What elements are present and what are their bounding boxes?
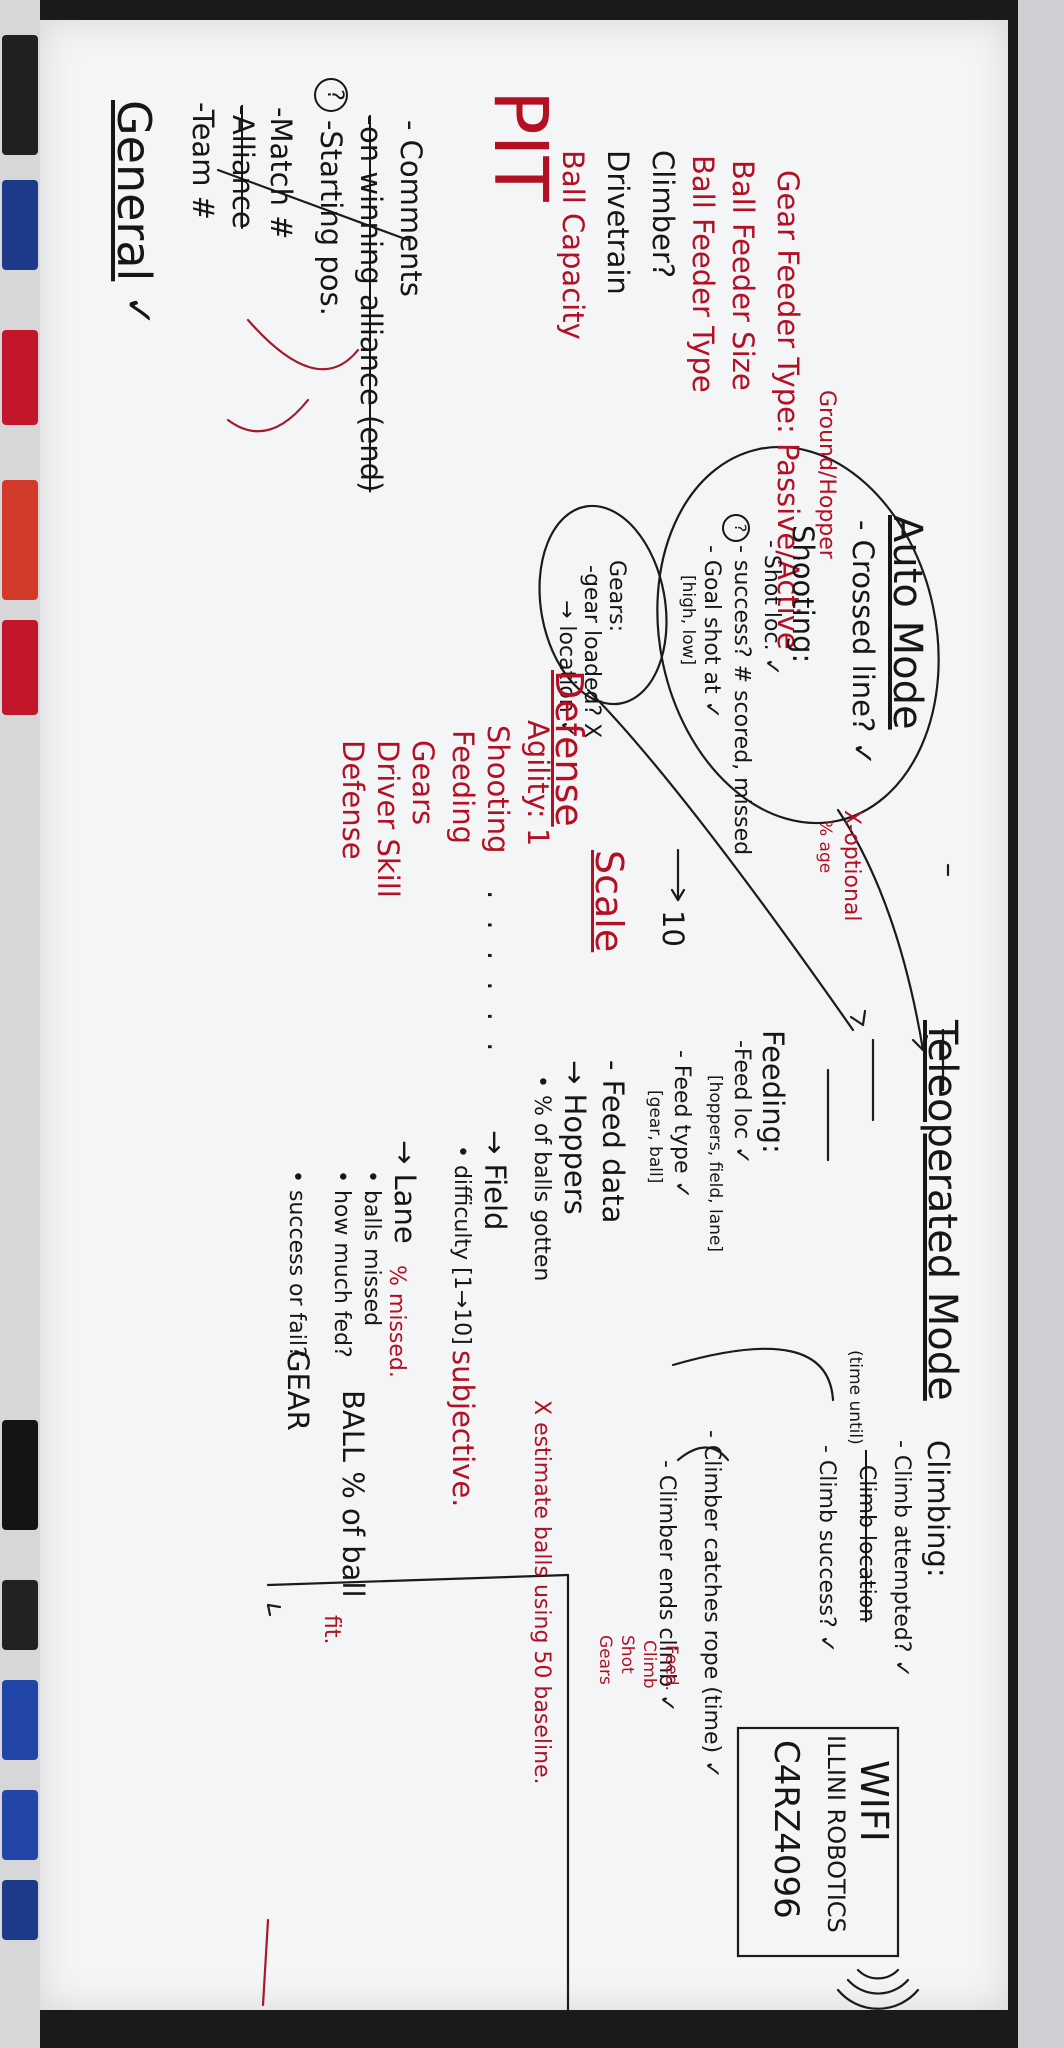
- wifi-box: [736, 1726, 900, 1958]
- teleop-feed-type-options: [gear, ball]: [645, 1090, 665, 1184]
- auto-goal-shot: - Goal shot at ✓: [699, 545, 724, 720]
- wifi-network: ILLINI ROBOTICS: [822, 1735, 850, 1933]
- general-item-starting: -Starting pos.: [314, 120, 348, 316]
- general-q-mark: ?: [314, 78, 348, 112]
- scale-title: Scale: [587, 850, 631, 953]
- corner-box-line: [266, 1573, 570, 1587]
- teleop-percent-missed: % missed.: [384, 1265, 409, 1378]
- defense-shooting: Shooting: [481, 725, 515, 854]
- teleop-balls-missed: • balls missed: [359, 1170, 384, 1327]
- corner-gears: Gears: [595, 1635, 615, 1685]
- arrow-time-until: [671, 1347, 835, 1402]
- scale-dots: . . . . . .: [481, 890, 515, 1058]
- marker-black-2: [2, 1580, 38, 1650]
- wifi-password: C4RZ4096: [766, 1740, 806, 1919]
- teleop-success-fail: • success or fail?: [284, 1170, 309, 1358]
- auto-gears-title: Gears:: [604, 560, 629, 632]
- marker-red: [2, 330, 38, 425]
- general-check-icon: ✓: [117, 295, 161, 327]
- teleop-percent-balls: • % of balls gotten: [529, 1075, 554, 1282]
- whiteboard: General ✓ -Team # -Alliance -Match # ? -…: [40, 20, 1008, 2010]
- defense-driver-skill: Driver Skill: [371, 740, 405, 898]
- teleop-feed-type: - Feed type ✓: [669, 1050, 694, 1199]
- defense-defense: Defense: [336, 740, 370, 860]
- pit-item-ball-capacity: Ball Capacity: [556, 150, 590, 340]
- eraser: [2, 1420, 38, 1530]
- pit-item-climber: Climber?: [646, 150, 680, 279]
- defense-agility: Agility: 1: [521, 720, 555, 847]
- pit-item-ball-feeder-type: Ball Feeder Type: [686, 155, 720, 393]
- marker-black: [2, 35, 38, 155]
- teleop-gear-note: GEAR: [281, 1350, 315, 1431]
- teleop-difficulty: • difficulty [1→10]: [449, 1145, 474, 1345]
- teleop-subjective: subjective.: [446, 1350, 480, 1508]
- scale-end: 10: [656, 910, 690, 947]
- general-item-comments: - Comments: [394, 120, 428, 297]
- auto-optional: X-optional: [839, 810, 864, 922]
- teleop-feed-data: - Feed data: [596, 1060, 630, 1224]
- auto-percentage: % age: [815, 820, 835, 874]
- auto-goal-options: [high, low]: [678, 575, 698, 666]
- corner-feed: Feed.: [661, 1645, 681, 1691]
- teleop-fit: fit.: [319, 1615, 344, 1645]
- climbing-location: - Climb location: [854, 1450, 879, 1623]
- climbing-attempted: - Climb attempted? ✓: [889, 1440, 914, 1678]
- pit-item-ball-feeder-size: Ball Feeder Size: [726, 160, 760, 391]
- gears-ellipse: [538, 504, 668, 706]
- ink-drawings: [216, 168, 950, 2010]
- climbing-catches-rope: - Climber catches rope (time) ✓: [699, 1430, 724, 1779]
- auto-q-mark-icon: ?: [722, 514, 750, 542]
- marker-blue-3: [2, 1790, 38, 1860]
- general-item-team: -Team #: [186, 102, 220, 220]
- teleop-feed-loc: -Feed loc ✓: [729, 1040, 754, 1165]
- general-item-alliance: -Alliance: [226, 105, 260, 229]
- climbing-title: Climbing:: [921, 1440, 955, 1578]
- teleop-how-much-fed: • how much fed?: [329, 1170, 354, 1358]
- marker-red-3: [2, 620, 38, 715]
- arrow-shooting: [836, 808, 925, 1052]
- feeder-arrows: [226, 318, 360, 433]
- whiteboard-content: General ✓ -Team # -Alliance -Match # ? -…: [40, 20, 1008, 2010]
- teleop-title: Teleoperated Mode: [919, 1020, 965, 1401]
- marker-red-2: [2, 480, 38, 600]
- teleop-hoppers: → Hoppers: [558, 1060, 592, 1215]
- climbing-time-until: (time until): [845, 1350, 865, 1445]
- wifi-title: WIFI: [852, 1760, 896, 1842]
- arrow-gears: [586, 688, 855, 1032]
- marker-blue: [2, 180, 38, 270]
- marker-blue-4: [2, 1880, 38, 1940]
- teleop-estimate: X estimate balls using 50 baseline.: [529, 1400, 554, 1785]
- auto-crossed-line: - Crossed line? ✓: [846, 520, 880, 766]
- auto-title-text: Auto Mode: [884, 515, 930, 730]
- general-item-winning: -on winning alliance (end): [354, 115, 388, 493]
- teleop-field: → Field: [478, 1130, 512, 1231]
- teleop-ball-note: BALL % of ball: [336, 1390, 370, 1598]
- defense-feeding: Feeding: [446, 730, 480, 845]
- auto-shooting-title: Shooting:: [786, 525, 820, 664]
- teleop-lane: → Lane: [388, 1140, 422, 1244]
- teleop-feed-loc-options: [hoppers, field, lane]: [705, 1075, 725, 1252]
- general-item-match: -Match #: [264, 107, 298, 240]
- marker-blue-2: [2, 1680, 38, 1760]
- marker-tray: [0, 0, 40, 2048]
- pit-title: PIT: [477, 90, 563, 202]
- corner-climb: Climb: [639, 1640, 659, 1689]
- corner-shot: Shot: [617, 1635, 637, 1674]
- shooting-ellipse: [656, 445, 940, 825]
- arrow-climb: [676, 1446, 730, 1462]
- climbing-success: - Climb success? ✓: [814, 1445, 839, 1654]
- auto-success: - success? # scored, missed: [729, 545, 754, 856]
- teleop-feeding-title: Feeding:: [756, 1030, 790, 1154]
- whiteboard-frame: [1018, 0, 1064, 2048]
- auto-shot-loc: - Shot loc. ✓: [759, 540, 784, 677]
- wifi-icon: [836, 1968, 920, 2010]
- defense-gears: Gears: [406, 740, 440, 826]
- general-title: General: [107, 100, 161, 282]
- pit-item-drivetrain: Drivetrain: [601, 150, 635, 295]
